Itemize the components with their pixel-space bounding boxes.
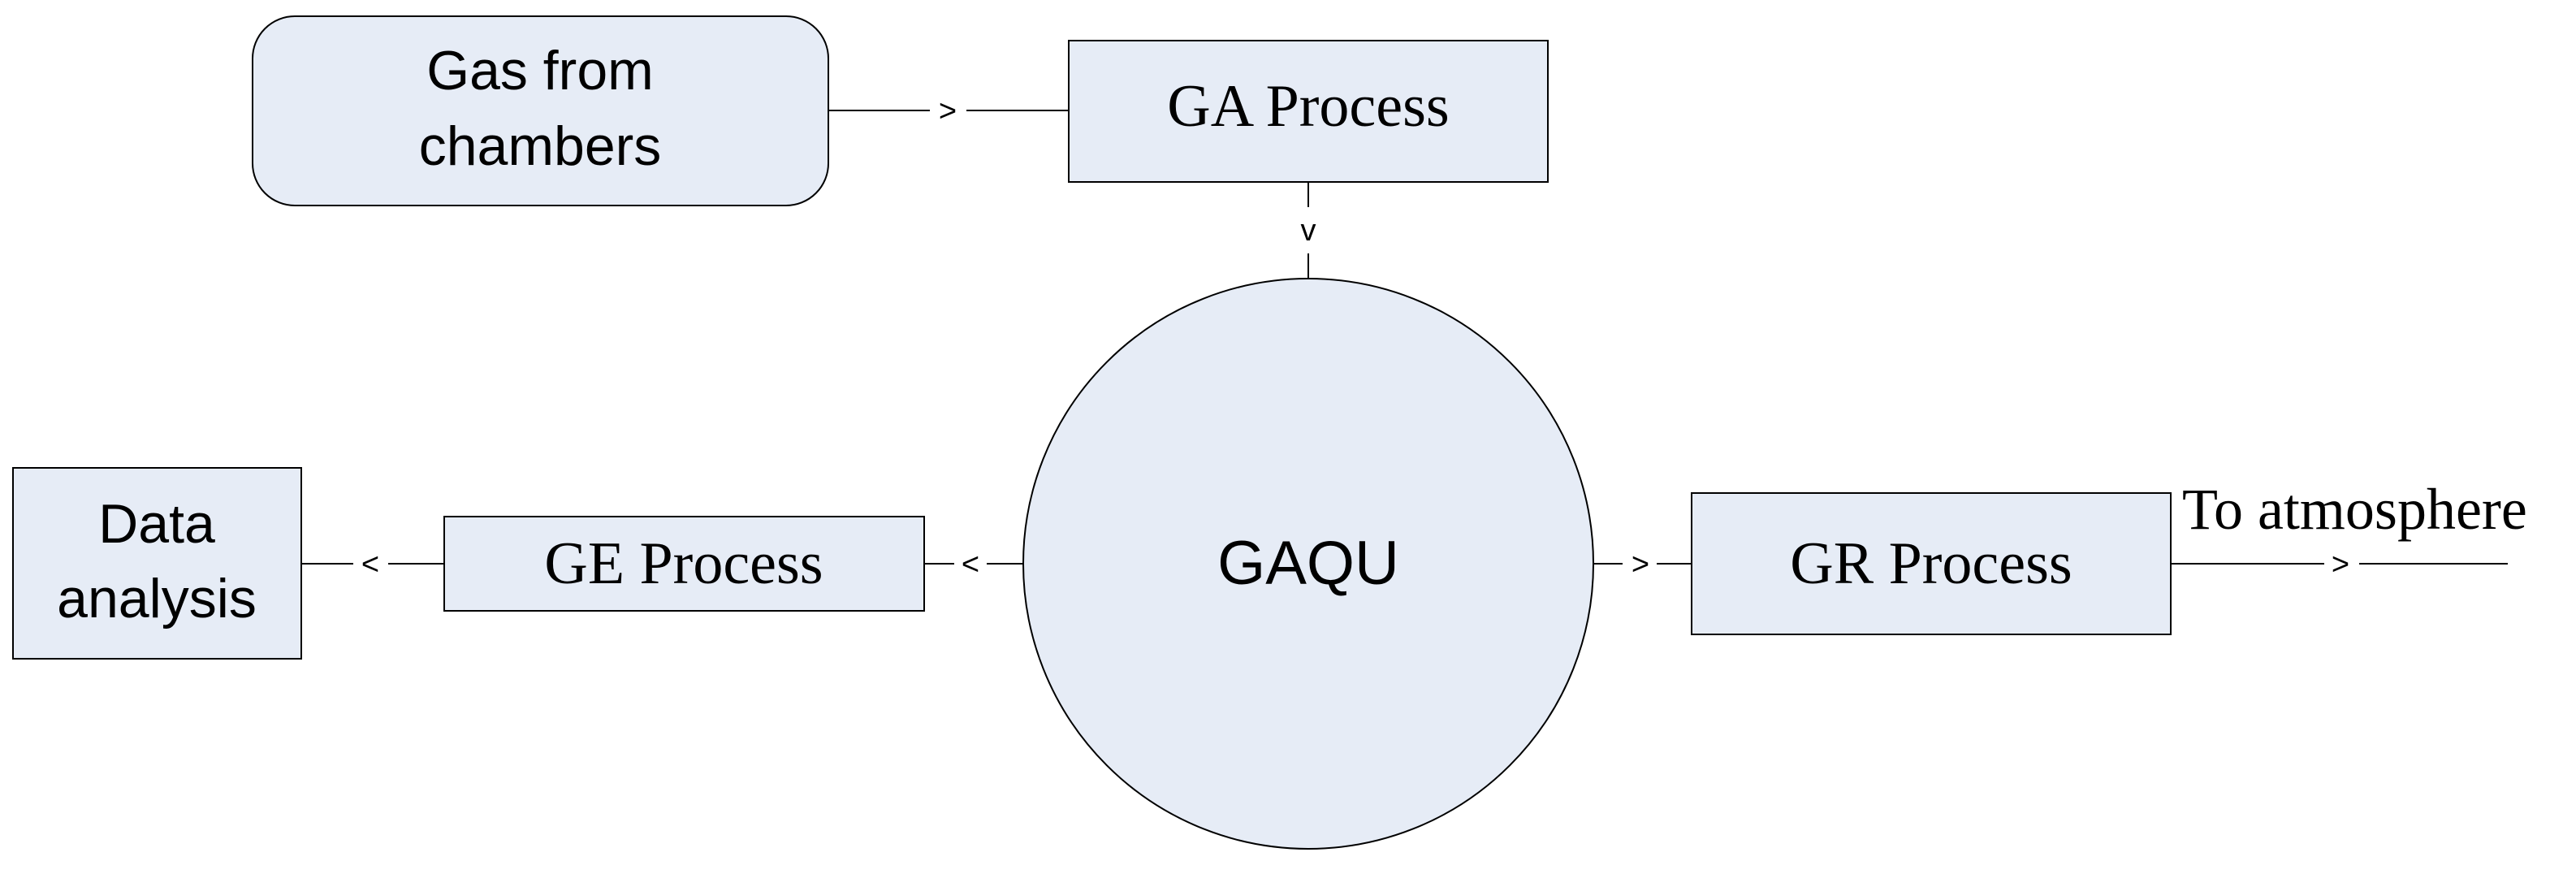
arrow-left-icon: <: [361, 547, 379, 582]
edge-ge-to-data: <: [301, 547, 444, 582]
ge-process-node: GE Process: [443, 516, 925, 612]
gaqu-node: GAQU: [1022, 278, 1594, 850]
gr-process-label: GR Process: [1790, 530, 2072, 597]
arrow-left-icon: <: [962, 547, 979, 582]
to-atmosphere-label: To atmosphere: [2182, 477, 2527, 542]
data-analysis-label-line2: analysis: [57, 568, 257, 630]
edge-ga-to-gaqu: v: [1301, 182, 1316, 279]
ga-process-node: GA Process: [1068, 40, 1549, 183]
gas-source-label-line2: chambers: [419, 115, 662, 177]
ga-process-label: GA Process: [1167, 73, 1449, 140]
gaqu-label: GAQU: [1217, 529, 1399, 598]
ge-process-label: GE Process: [544, 530, 823, 597]
gas-source-node: Gas from chambers: [252, 15, 829, 206]
arrow-right-icon: >: [939, 94, 957, 128]
data-analysis-label-line1: Data: [98, 493, 215, 555]
arrow-down-icon: v: [1301, 214, 1316, 248]
edge-gas-to-ga: >: [828, 94, 1069, 128]
gr-process-node: GR Process: [1691, 492, 2172, 635]
arrow-right-icon: >: [2332, 547, 2349, 582]
edge-gaqu-to-gr: >: [1593, 547, 1692, 582]
edge-gr-to-atmosphere: > To atmosphere: [2171, 477, 2527, 582]
arrow-right-icon: >: [1632, 547, 1649, 582]
gas-source-label-line1: Gas from: [426, 40, 654, 102]
data-analysis-node: Data analysis: [12, 467, 302, 660]
edge-gaqu-to-ge: <: [924, 547, 1023, 582]
